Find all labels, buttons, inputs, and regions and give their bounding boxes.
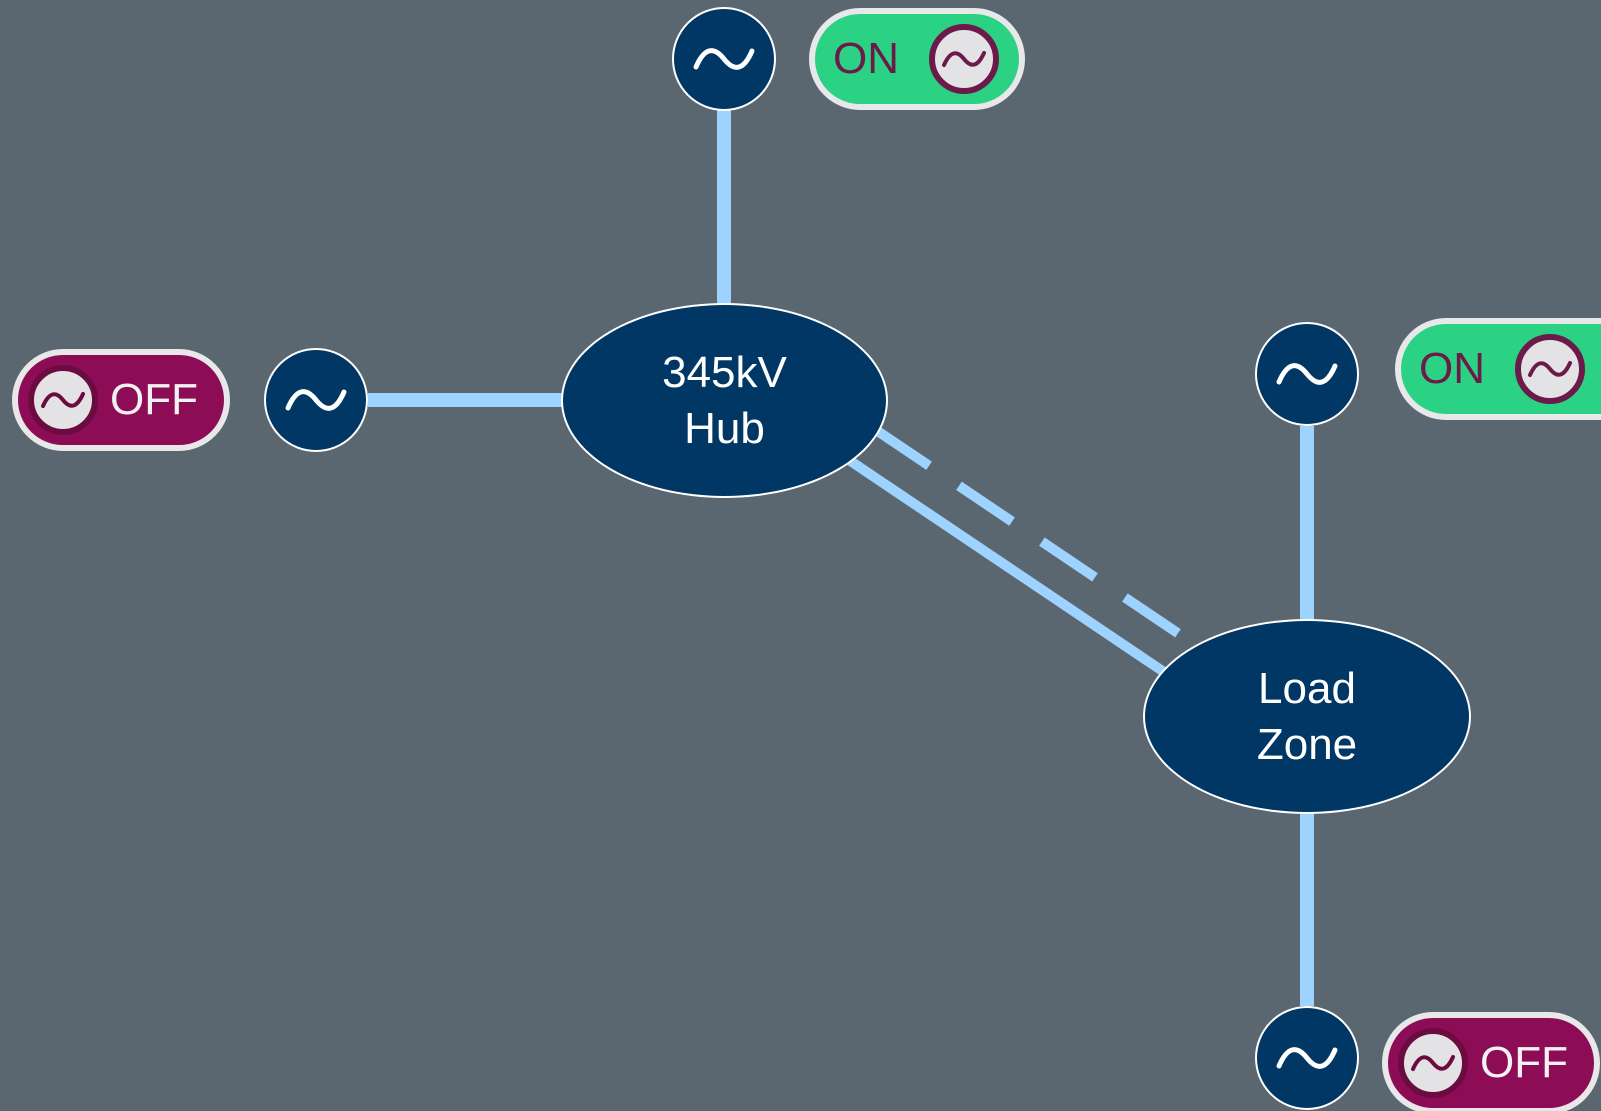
toggle-generator-left[interactable]: OFF — [12, 349, 230, 451]
bus-load-zone[interactable]: Load Zone — [1143, 619, 1471, 814]
generator-top[interactable] — [672, 7, 776, 111]
toggle-generator-bottom[interactable]: OFF — [1382, 1012, 1600, 1111]
bus-label-line1: Load — [1258, 663, 1356, 713]
toggle-status-label: OFF — [110, 375, 198, 424]
ac-source-icon — [1411, 1055, 1455, 1071]
ac-source-icon — [41, 392, 85, 408]
toggle-status-label: ON — [833, 34, 899, 83]
ac-source-icon — [1276, 1047, 1338, 1069]
ac-source-icon — [693, 48, 755, 70]
toggle-knob — [28, 365, 98, 435]
toggle-knob — [1398, 1028, 1468, 1098]
bus-label-line2: Zone — [1256, 719, 1358, 769]
toggle-status-label: OFF — [1480, 1038, 1568, 1087]
bus-345kv-hub[interactable]: 345kV Hub — [561, 303, 888, 498]
toggle-knob — [1515, 334, 1585, 404]
ac-source-icon — [942, 51, 986, 67]
generator-bottom[interactable] — [1255, 1006, 1359, 1110]
toggle-generator-right[interactable]: ON — [1395, 318, 1601, 420]
bus-label-line1: 345kV — [662, 347, 787, 397]
toggle-status-label: ON — [1419, 344, 1485, 393]
ac-source-icon — [1276, 363, 1338, 385]
branch-hub-load-solid — [843, 453, 1167, 677]
toggle-generator-top[interactable]: ON — [809, 8, 1025, 110]
generator-right[interactable] — [1255, 322, 1359, 426]
bus-label-line2: Hub — [684, 403, 765, 453]
branch-hub-load-dashed — [873, 425, 1197, 649]
ac-source-icon — [1528, 361, 1572, 377]
ac-source-icon — [285, 389, 347, 411]
generator-left[interactable] — [264, 348, 368, 452]
toggle-knob — [929, 24, 999, 94]
